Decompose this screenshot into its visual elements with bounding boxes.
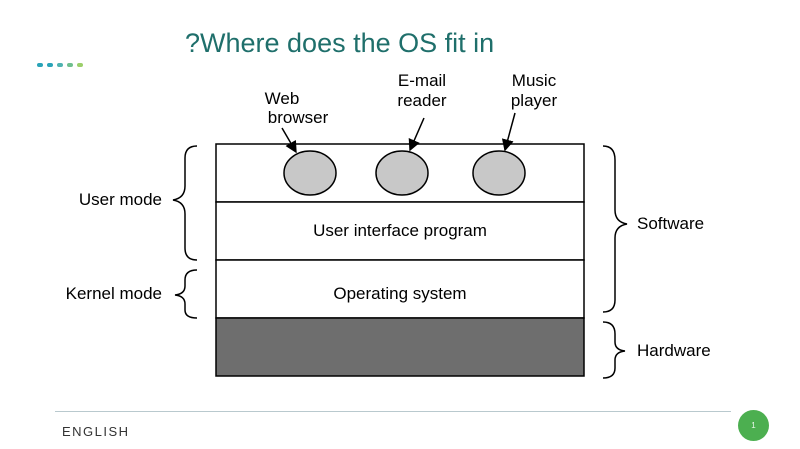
music-player-circle: [472, 150, 526, 196]
music-player-label-line1: Music: [512, 71, 557, 90]
operating-system-label: Operating system: [333, 284, 466, 303]
page-number-badge: 1: [738, 410, 769, 441]
ui-program-label: User interface program: [313, 221, 487, 240]
user-mode-bracket: [172, 145, 198, 261]
web-browser-label-line2: browser: [268, 108, 329, 127]
web-browser-circle: [283, 150, 337, 196]
hardware-label: Hardware: [637, 341, 711, 360]
web-browser-arrow: [281, 127, 297, 154]
dot: [47, 63, 53, 67]
email-reader-label-line1: E-mail: [398, 71, 446, 90]
email-reader-arrow: [408, 117, 425, 152]
dot: [37, 63, 43, 67]
software-label: Software: [637, 214, 704, 233]
dot: [77, 63, 83, 67]
footer-language: ENGLISH: [62, 424, 130, 439]
footer-divider: [55, 411, 731, 412]
hardware-bracket: [602, 321, 626, 379]
slide-title: ?Where does the OS fit in: [185, 28, 495, 58]
music-player-arrow: [501, 112, 516, 152]
ui-program-layer: [215, 201, 585, 261]
dot: [67, 63, 73, 67]
email-reader-label-line2: reader: [397, 91, 446, 110]
kernel-mode-bracket: [174, 269, 198, 319]
hardware-layer: [215, 317, 585, 377]
decorative-dots: [37, 63, 83, 67]
music-player-label-line2: player: [511, 91, 558, 110]
software-bracket: [602, 145, 628, 313]
email-reader-circle: [375, 150, 429, 196]
web-browser-label-line1: Web: [265, 89, 300, 108]
kernel-mode-label: Kernel mode: [66, 284, 162, 303]
dot: [57, 63, 63, 67]
user-mode-label: User mode: [79, 190, 162, 209]
